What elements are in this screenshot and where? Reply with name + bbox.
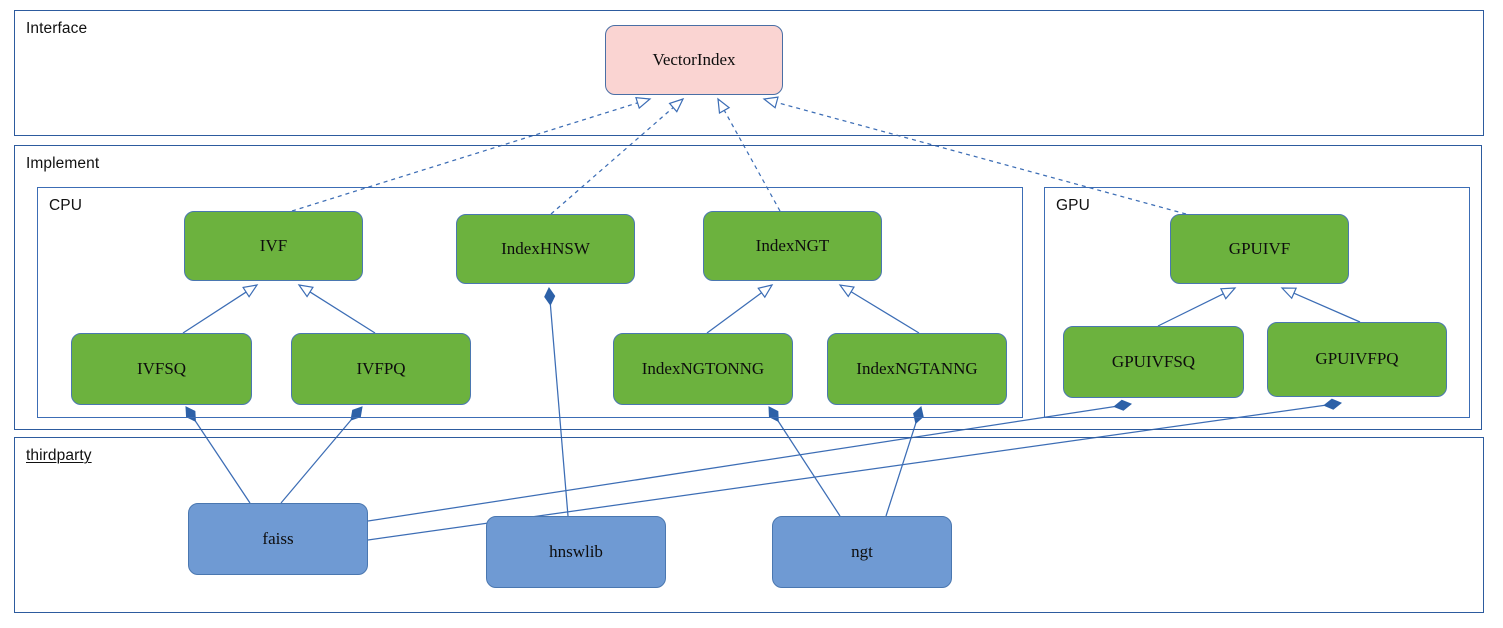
group-cpu — [37, 187, 1023, 418]
class-node-indexhnsw[interactable]: IndexHNSW — [456, 214, 635, 284]
class-node-label: GPUIVFPQ — [1315, 349, 1399, 369]
class-node-label: IVF — [259, 235, 288, 255]
group-thirdparty — [14, 437, 1484, 613]
class-node-ngt[interactable]: ngt — [772, 516, 952, 588]
group-label-implement: Implement — [26, 155, 100, 172]
class-node-label: IVFPQ — [356, 358, 406, 378]
class-node-label: GPUIVF — [1228, 238, 1291, 258]
class-node-gpuivfsq[interactable]: GPUIVFSQ — [1063, 326, 1244, 398]
class-node-label: IVFSQ — [136, 358, 187, 378]
class-node-indexngtonng[interactable]: IndexNGTONNG — [613, 333, 793, 405]
class-node-label: IndexNGTONNG — [641, 358, 765, 378]
group-interface — [14, 10, 1484, 136]
class-node-ivfsq[interactable]: IVFSQ — [71, 333, 252, 405]
class-node-hnswlib[interactable]: hnswlib — [486, 516, 666, 588]
class-node-label: VectorIndex — [652, 49, 736, 69]
group-gpu — [1044, 187, 1470, 418]
class-node-ivfpq[interactable]: IVFPQ — [291, 333, 471, 405]
group-label-thirdparty: thirdparty — [26, 447, 92, 464]
class-node-gpuivf[interactable]: GPUIVF — [1170, 214, 1349, 284]
class-node-gpuivfpq[interactable]: GPUIVFPQ — [1267, 322, 1447, 397]
class-node-label: hnswlib — [549, 541, 603, 561]
group-label-gpu: GPU — [1056, 197, 1090, 214]
class-node-label: IndexHNSW — [501, 238, 590, 258]
group-implement — [14, 145, 1482, 430]
class-node-label: ngt — [851, 541, 873, 561]
class-node-vectorindex[interactable]: VectorIndex — [605, 25, 783, 95]
class-node-label: faiss — [262, 528, 294, 548]
class-node-indexngtanng[interactable]: IndexNGTANNG — [827, 333, 1007, 405]
group-label-interface: Interface — [26, 20, 88, 37]
class-node-label: IndexNGT — [755, 235, 830, 255]
spellcheck-underline-icon — [26, 468, 106, 473]
class-node-label: GPUIVFSQ — [1111, 351, 1196, 371]
group-label-cpu: CPU — [49, 197, 83, 214]
class-node-faiss[interactable]: faiss — [188, 503, 368, 575]
class-node-label: IndexNGTANNG — [856, 358, 978, 378]
class-node-indexngt[interactable]: IndexNGT — [703, 211, 882, 281]
class-node-ivf[interactable]: IVF — [184, 211, 363, 281]
